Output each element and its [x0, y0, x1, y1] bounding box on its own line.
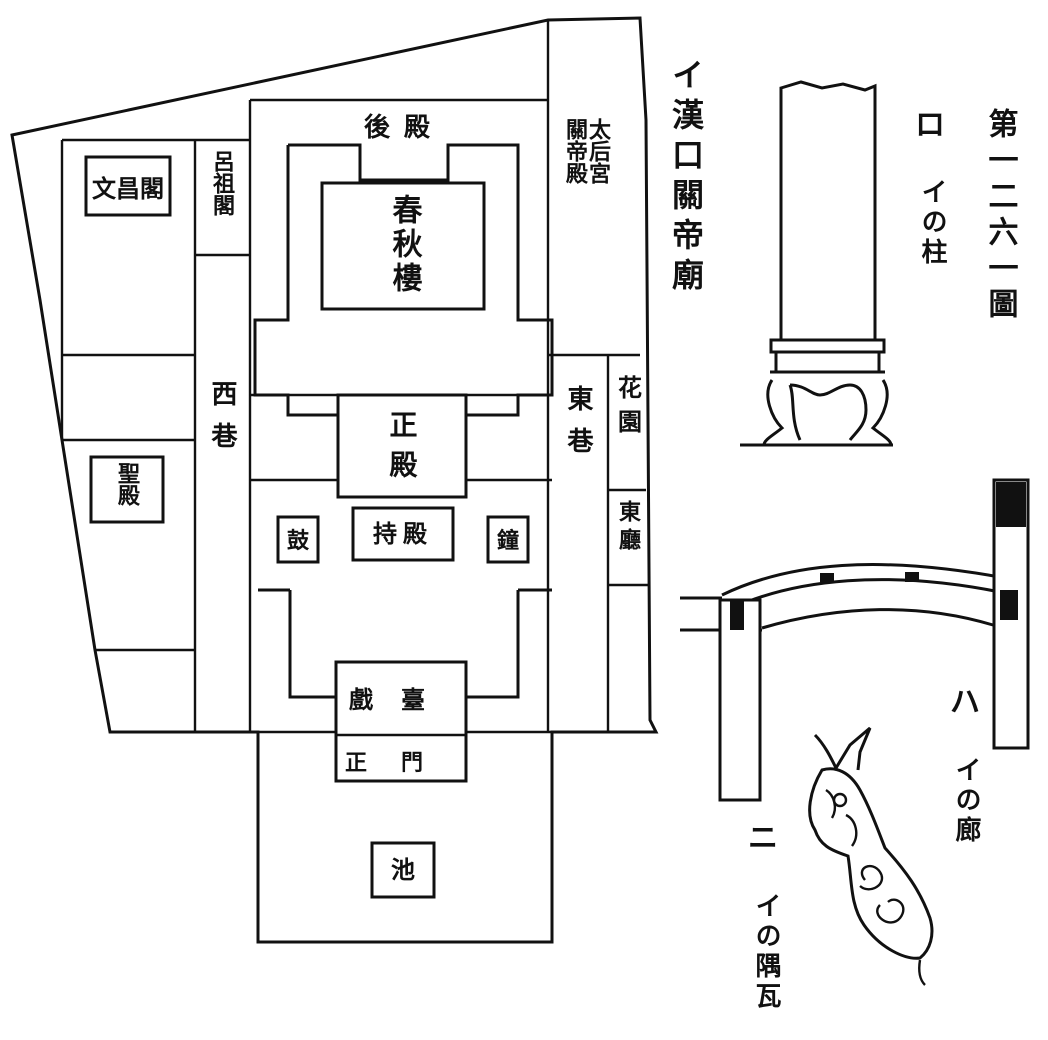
- plan-partitions: [60, 20, 656, 734]
- label-luzu-pavilion: 呂祖閣: [209, 150, 235, 217]
- label-guandi-hall: 關帝殿: [562, 118, 589, 185]
- label-bell: 鐘: [497, 528, 519, 554]
- corridor-rafter-2: [905, 572, 919, 582]
- column-shaft: [779, 80, 877, 342]
- chidian-box: [351, 506, 455, 562]
- chunqiu-tower-box: [320, 181, 486, 311]
- compound-boundary: [10, 16, 659, 944]
- corridor-rafter-1: [820, 573, 834, 583]
- label-main-hall: 正殿: [386, 410, 419, 490]
- bell-box: [486, 515, 530, 564]
- temple-plan: 文昌閣 呂祖閣 西巷 聖殿 後殿 春秋樓 太后宮 關帝殿 東巷 花園 東廳 正殿…: [10, 16, 659, 944]
- column-base-foot: [762, 370, 893, 446]
- panel-i-letter: イ: [667, 58, 705, 90]
- corner-tile-tail: [918, 959, 926, 986]
- main-hall-box: [336, 393, 468, 499]
- label-east-hall: 東廳: [615, 500, 641, 556]
- corner-tile-body: [808, 767, 934, 960]
- corridor-roof-arch: [721, 563, 1006, 612]
- column-drawing: [740, 80, 893, 447]
- inner-courtyard: [253, 143, 554, 699]
- label-shengdian: 聖殿: [114, 462, 141, 507]
- label-rear-hall: 後殿: [364, 112, 444, 143]
- shengdian-box: [89, 455, 165, 524]
- pond-box: [370, 841, 436, 899]
- corridor-drawing: [680, 478, 1030, 802]
- column-base-cap: [769, 338, 886, 354]
- label-chunqiu-tower: 春秋樓: [387, 194, 423, 296]
- corner-tile-scales: [825, 788, 858, 847]
- panel-ha-caption: イの廊: [951, 756, 981, 846]
- label-east-alley: 東巷: [563, 385, 594, 469]
- wenchang-pavilion-box: [84, 155, 172, 217]
- panel-ni-caption: イの隅瓦: [751, 892, 781, 1012]
- label-main-gate: 正門: [345, 750, 457, 776]
- label-wenchang-pavilion: 文昌閣: [92, 174, 164, 203]
- label-taihou-palace: 太后宮: [585, 118, 611, 184]
- figure-title: 第一二六一圖: [983, 107, 1019, 324]
- corner-tile-scroll: [859, 864, 905, 924]
- corner-tile-drawing: [808, 726, 934, 986]
- panel-ha-letter: ハ: [950, 685, 980, 720]
- corridor-post-left-outer: [718, 598, 762, 802]
- panel-i-caption: 漢口關帝廟: [667, 98, 705, 298]
- label-pond: 池: [391, 855, 415, 884]
- column-base-ring: [774, 350, 881, 374]
- label-stage: 戲臺: [349, 685, 453, 714]
- panel-ro-caption: イの柱: [917, 178, 947, 268]
- label-chidian: 持殿: [373, 519, 433, 548]
- corridor-post-right-joint: [1000, 590, 1018, 620]
- corner-tile-fin: [813, 726, 872, 772]
- label-garden: 花園: [614, 375, 643, 443]
- label-west-alley: 西巷: [207, 380, 238, 464]
- corridor-post-right-cap: [996, 482, 1026, 527]
- stage-box: [334, 660, 468, 783]
- panel-ro-letter: ロ: [915, 108, 945, 143]
- corridor-inner-arch: [761, 608, 994, 630]
- drum-box: [276, 515, 320, 564]
- label-drum: 鼓: [287, 528, 310, 554]
- panel-ni-letter: ニ: [748, 821, 778, 856]
- corridor-post-left-hatch: [730, 600, 744, 630]
